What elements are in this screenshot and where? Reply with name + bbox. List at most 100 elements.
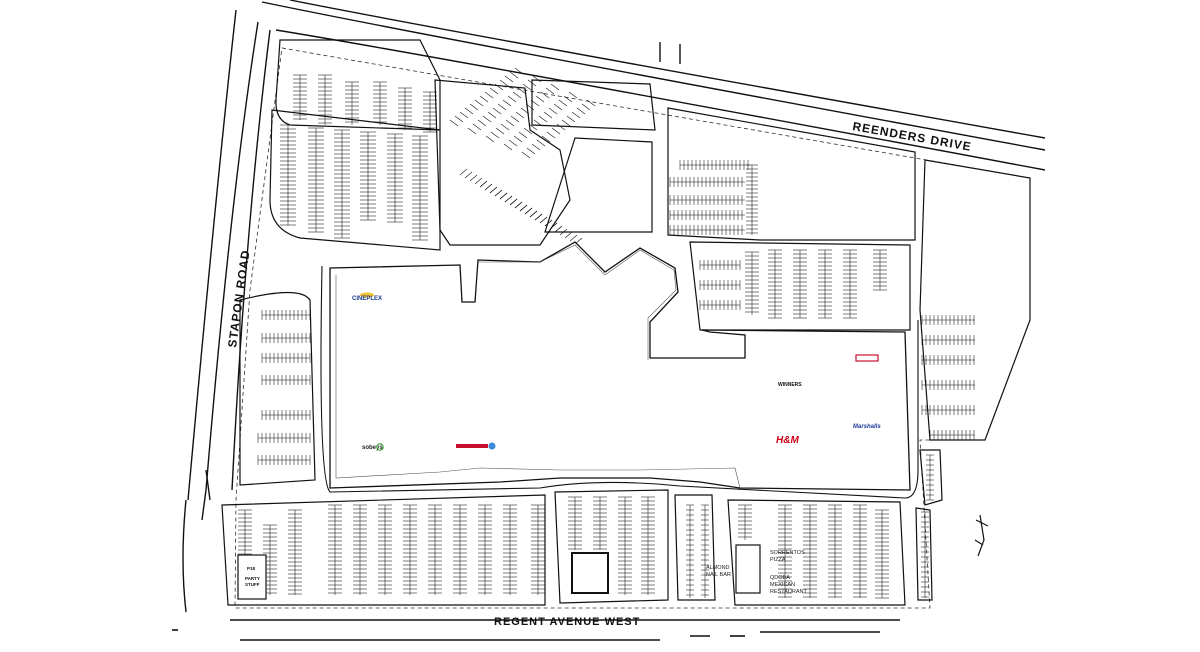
store-cineplex[interactable]: CINEPLEX: [352, 292, 382, 303]
parking-stall: [507, 95, 517, 103]
parking-stall: [581, 103, 591, 111]
center-pad-building: [571, 552, 609, 594]
parking-stall: [469, 103, 479, 111]
parking-stall: [474, 177, 483, 185]
pad-building-restaurants[interactable]: SORRENTOS PIZZA ALMOND NAIL BAR QDOBA ME…: [706, 544, 808, 595]
parking-stall: [513, 135, 523, 143]
sobeys-logo-icon: [376, 443, 384, 451]
parking-stall: [563, 95, 573, 103]
sobeys-label: sobeys: [362, 445, 383, 451]
parking-stall: [464, 171, 473, 179]
parking-stall: [556, 123, 566, 131]
cineplex-logo-icon: [360, 292, 374, 298]
reenders-drive-road: [261, 0, 1046, 171]
party-stuff-label-1: PARTY: [245, 576, 260, 581]
parking-stall: [550, 83, 560, 91]
parking-lot-outlines: [221, 39, 1031, 606]
store-marshalls[interactable]: Marshalls: [853, 424, 881, 430]
parking-stall: [489, 87, 499, 95]
parking-stall: [531, 143, 541, 151]
parking-stall: [544, 219, 553, 227]
parking-stall: [512, 91, 522, 99]
parking-stall: [485, 135, 495, 143]
parking-stall: [543, 111, 553, 119]
parking-stall: [576, 107, 586, 115]
party-stuff-label-2: STUFF: [245, 582, 260, 587]
top-right-store-logo-icon: [855, 354, 879, 362]
north-arrow-icon: [974, 514, 989, 557]
parking-stall: [500, 123, 510, 131]
mall-inner-line-2: [478, 244, 677, 360]
parking-stall: [494, 189, 503, 197]
qdoba-label-2: MEXICAN: [770, 582, 795, 588]
parking-stall: [564, 231, 573, 239]
parking-stall: [540, 91, 550, 99]
parking-stall: [532, 75, 542, 83]
regent-avenue-label: REGENT AVENUE WEST: [494, 616, 640, 628]
parking-stall: [571, 111, 581, 119]
parking-stall: [503, 143, 513, 151]
parking-stall: [464, 107, 474, 115]
parking-stall: [494, 83, 504, 91]
parking-stall: [586, 99, 596, 107]
store-hm[interactable]: H&M: [776, 435, 799, 446]
parking-stall: [561, 119, 571, 127]
parking-stall: [551, 127, 561, 135]
parking-stall: [545, 87, 555, 95]
parking-stall: [548, 107, 558, 115]
sorrentos-label-2: PIZZA: [770, 557, 786, 563]
parking-stall: [523, 127, 533, 135]
parking-stall: [474, 99, 484, 107]
parking-stall: [514, 67, 524, 75]
almond-nail-label: ALMOND: [706, 565, 730, 571]
mall-building: [329, 241, 911, 491]
parking-stall: [558, 99, 568, 107]
parking-stalls: [238, 67, 975, 599]
parking-stall: [467, 127, 477, 135]
parking-stall: [527, 79, 537, 87]
parking-stall: [484, 183, 493, 191]
red-store-logo-icon: [456, 444, 488, 448]
parking-stall: [522, 83, 532, 91]
parking-stall: [549, 222, 558, 230]
parking-stall: [504, 195, 513, 203]
parking-stall: [521, 151, 531, 159]
store-winners[interactable]: WINNERS: [778, 382, 802, 388]
parking-stall: [477, 119, 487, 127]
parking-stall: [472, 123, 482, 131]
reenders-drive-label: REENDERS DRIVE: [851, 119, 972, 154]
restaurant-pad-building: [735, 544, 761, 594]
parking-stall: [454, 115, 464, 123]
parking-stall: [538, 115, 548, 123]
parking-stall: [528, 123, 538, 131]
parking-stall: [490, 131, 500, 139]
parking-stall: [514, 201, 523, 209]
winners-label: WINNERS: [778, 382, 802, 388]
parking-stall: [504, 75, 514, 83]
stapon-road-road: [182, 9, 271, 613]
parking-stall: [519, 204, 528, 212]
party-stuff-building: [237, 554, 267, 600]
store-sobeys[interactable]: sobeys: [362, 443, 384, 451]
parking-stall: [499, 79, 509, 87]
store-red-logo[interactable]: [456, 442, 496, 450]
pad-building-center: [571, 552, 609, 594]
parking-stall: [499, 192, 508, 200]
qdoba-label: QDOBA: [770, 575, 790, 581]
parking-stall: [502, 99, 512, 107]
pad-building-party-stuff[interactable]: P18 PARTY STUFF: [237, 554, 267, 600]
parking-stall: [515, 111, 525, 119]
parking-stall: [487, 111, 497, 119]
parking-stall: [566, 115, 576, 123]
store-top-right[interactable]: [855, 354, 879, 362]
parking-stall: [553, 103, 563, 111]
parking-stall: [497, 103, 507, 111]
parking-stall: [533, 119, 543, 127]
parking-stall: [524, 207, 533, 215]
parking-stall: [546, 131, 556, 139]
parking-stall: [510, 115, 520, 123]
parking-stall: [530, 99, 540, 107]
parking-stall: [541, 135, 551, 143]
cineplex-label: CINEPLEX: [352, 296, 382, 302]
